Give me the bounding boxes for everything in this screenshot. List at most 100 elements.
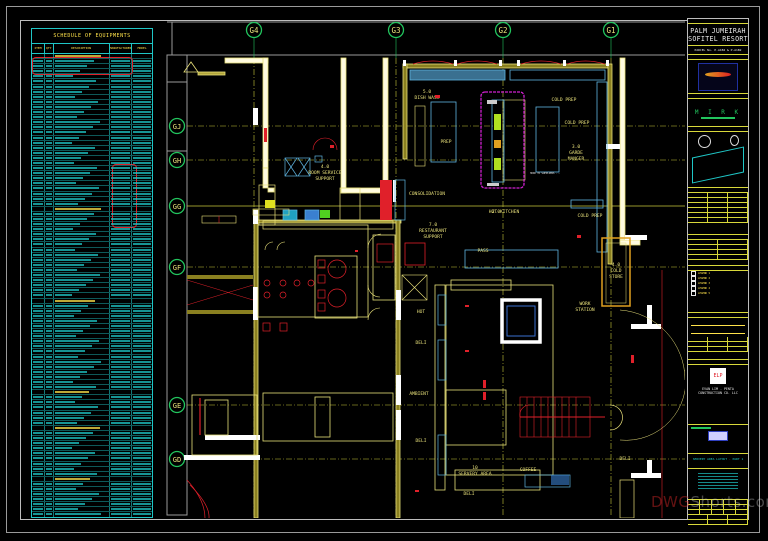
svg-text:SUPPORT: SUPPORT <box>423 234 443 240</box>
schedule-row <box>32 410 152 416</box>
schedule-row <box>32 130 152 136</box>
schedule-row <box>32 99 152 105</box>
schedule-row <box>32 232 152 238</box>
svg-text:COFFEE: COFFEE <box>520 467 537 473</box>
schedule-row <box>32 94 152 100</box>
col-description: DESCRIPTION <box>54 44 110 53</box>
schedule-row <box>32 104 152 111</box>
svg-text:STORE: STORE <box>609 274 623 280</box>
schedule-row <box>32 497 152 503</box>
schedule-row <box>32 155 152 161</box>
svg-text:DELI: DELI <box>463 491 474 497</box>
schedule-row <box>32 181 152 187</box>
title-block: PALM JUMEIRAH SOFITEL RESORT PARCEL No. … <box>687 18 749 525</box>
schedule-row <box>32 359 152 365</box>
svg-text:G3: G3 <box>391 26 400 35</box>
schedule-row <box>32 252 152 258</box>
schedule-row <box>32 110 152 116</box>
schedule-row <box>32 288 152 294</box>
key-plan-section <box>688 127 748 188</box>
client-logo <box>698 63 738 91</box>
project-name-line2: SOFITEL RESORT <box>688 35 748 43</box>
schedule-row <box>32 227 152 233</box>
schedule-row <box>32 507 152 513</box>
highlight-box-top <box>32 57 133 75</box>
schedule-row <box>32 69 152 75</box>
schedule-row <box>32 425 152 431</box>
legend-item: LEGEND 4 <box>688 286 748 291</box>
svg-text:10: 10 <box>472 465 478 471</box>
schedule-row <box>32 293 152 299</box>
svg-text:5.0: 5.0 <box>423 89 432 95</box>
schedule-row <box>32 54 152 60</box>
svg-text:COLD: COLD <box>610 268 621 274</box>
schedule-row <box>32 451 152 457</box>
grid-column-markers: G4 G3 G2 G1 <box>245 21 620 58</box>
col-model: MODEL <box>137 46 147 50</box>
schedule-header: ITEM QTY DESCRIPTION MANUFACTURER MODEL <box>32 44 152 54</box>
parcel-number: PARCEL No. P-A1B2 & P-A1B2 <box>694 48 742 52</box>
schedule-row <box>32 125 152 131</box>
schedule-row <box>32 436 152 442</box>
schedule-row <box>32 140 152 146</box>
schedule-row <box>32 160 152 167</box>
schedule-row <box>32 492 152 498</box>
svg-text:GE: GE <box>173 402 181 410</box>
compass-icon <box>729 135 739 146</box>
schedule-row <box>32 89 152 95</box>
schedule-row <box>32 486 152 493</box>
legend-item: LEGEND 5 <box>688 291 748 296</box>
schedule-row <box>32 166 152 172</box>
col-manufacturer: MANUFACTURER <box>110 44 133 53</box>
project-name-line1: PALM JUMEIRAH <box>690 27 746 35</box>
schedule-row <box>32 145 152 151</box>
schedule-row <box>32 481 152 487</box>
svg-text:PASS: PASS <box>477 248 488 254</box>
schedule-row <box>32 334 152 340</box>
svg-text:COLD PREP: COLD PREP <box>578 213 603 219</box>
drawing-title-section: SERVERY AREA LAYOUT - PART 1 <box>688 454 748 469</box>
contractor-name-2: CONSTRUCTION CO. LLC <box>698 391 738 396</box>
consultant-logo-section: M I R K <box>688 94 748 127</box>
equipment-schedule: SCHEDULE OF EQUIPMENTS ITEM QTY DESCRIPT… <box>31 28 153 518</box>
schedule-row <box>32 369 152 375</box>
schedule-row <box>32 349 152 355</box>
schedule-row <box>32 278 152 284</box>
svg-text:HOOD TO SUPPLIERS ...: HOOD TO SUPPLIERS ... <box>530 172 560 175</box>
north-arrow-icon <box>697 135 711 148</box>
schedule-row <box>32 74 152 80</box>
svg-text:4.0: 4.0 <box>321 164 330 170</box>
schedule-row <box>32 64 152 70</box>
legend-item: LEGEND 2 <box>688 276 748 281</box>
notes-section <box>688 313 748 360</box>
schedule-row <box>32 420 152 426</box>
drawing-canvas[interactable]: G4 G3 G2 G1 GJ GH GG GF GE GD <box>165 20 687 519</box>
svg-text:STATION: STATION <box>575 307 595 313</box>
schedule-row <box>32 329 152 335</box>
svg-text:COLD PREP: COLD PREP <box>552 97 577 103</box>
schedule-row <box>32 135 152 141</box>
svg-text:GF: GF <box>173 264 181 272</box>
svg-text:DELI: DELI <box>415 340 426 346</box>
grid-row-markers: GJ GH GG GF GE GD <box>168 117 186 468</box>
schedule-row <box>32 211 152 217</box>
schedule-row <box>32 313 152 319</box>
schedule-row <box>32 171 152 177</box>
svg-text:COLD PREP: COLD PREP <box>565 120 590 126</box>
watermark: DWGShorts.com <box>651 493 768 511</box>
key-plan-map <box>692 146 744 184</box>
project-title-section: PALM JUMEIRAH SOFITEL RESORT <box>688 19 748 46</box>
svg-text:G4: G4 <box>249 26 259 35</box>
svg-text:2.0: 2.0 <box>492 209 501 215</box>
schedule-row <box>32 323 152 330</box>
svg-text:G1: G1 <box>606 26 615 35</box>
svg-text:ROOM SERVICE: ROOM SERVICE <box>308 170 341 176</box>
schedule-row <box>32 196 152 202</box>
schedule-row <box>32 115 152 121</box>
svg-text:AMBIENT: AMBIENT <box>409 391 429 397</box>
schedule-row <box>32 471 152 477</box>
schedule-row <box>32 441 152 447</box>
schedule-row <box>32 262 152 268</box>
schedule-row <box>32 79 152 85</box>
schedule-row <box>32 201 152 207</box>
